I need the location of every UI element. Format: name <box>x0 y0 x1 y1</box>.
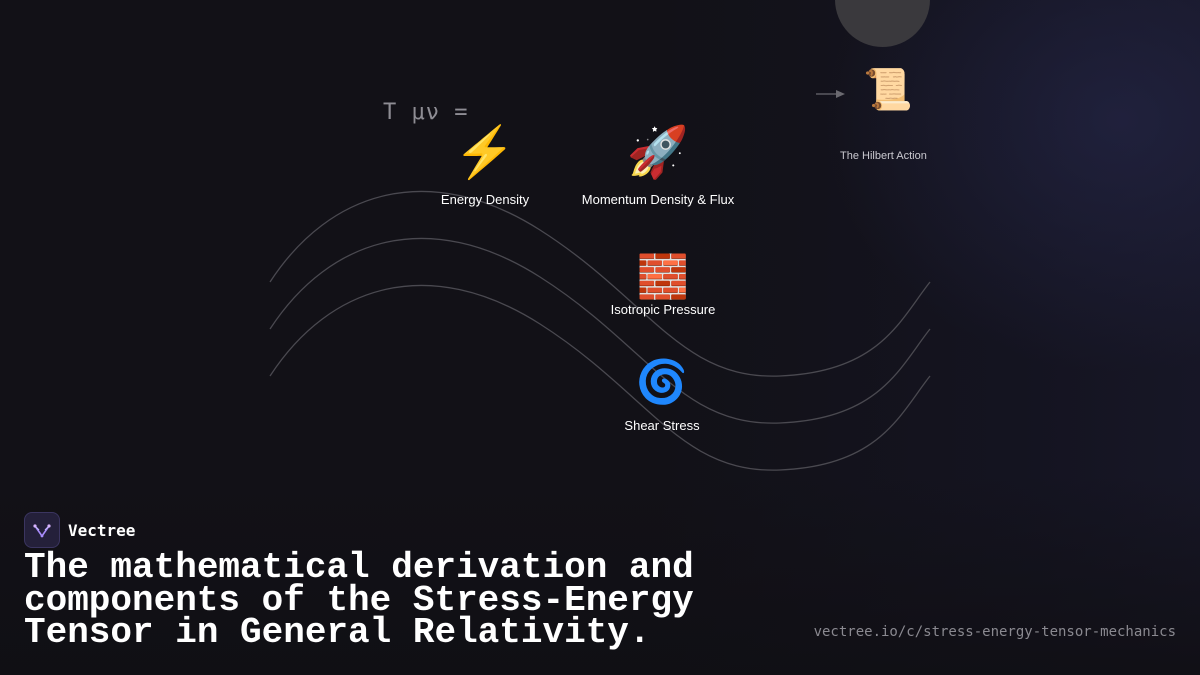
cyclone-icon: 🌀 <box>635 358 689 405</box>
node-momentum-density: 🚀 Momentum Density & Flux <box>573 124 743 207</box>
scroll-icon: 📜 <box>863 68 913 112</box>
isotropic-pressure-label: Isotropic Pressure <box>610 302 716 317</box>
momentum-density-label: Momentum Density & Flux <box>581 192 735 207</box>
wave-line-1 <box>269 190 931 377</box>
source-url[interactable]: vectree.io/c/stress-energy-tensor-mechan… <box>813 624 1176 640</box>
brand[interactable]: Vectree <box>24 512 135 548</box>
node-energy-density: ⚡ Energy Density <box>425 124 545 207</box>
brand-name: Vectree <box>68 520 136 540</box>
hilbert-action-label: The Hilbert Action <box>840 150 927 162</box>
shear-stress-label: Shear Stress <box>624 418 700 433</box>
background-vignette <box>0 475 1200 675</box>
brick-icon: 🧱 <box>636 253 690 300</box>
tensor-equation: T μν = <box>383 100 469 125</box>
vectree-logo-icon <box>24 512 60 548</box>
page-title: The mathematical derivation and componen… <box>24 547 694 653</box>
rocket-icon: 🚀 <box>626 124 690 180</box>
node-shear-stress: 🌀 Shear Stress <box>602 356 722 433</box>
wave-line-3 <box>269 284 931 471</box>
wave-line-2 <box>269 237 931 424</box>
node-isotropic-pressure: 🧱 Isotropic Pressure <box>593 252 733 317</box>
arrow-icon <box>816 90 845 98</box>
lightning-icon: ⚡ <box>453 124 517 180</box>
energy-density-label: Energy Density <box>440 192 530 207</box>
